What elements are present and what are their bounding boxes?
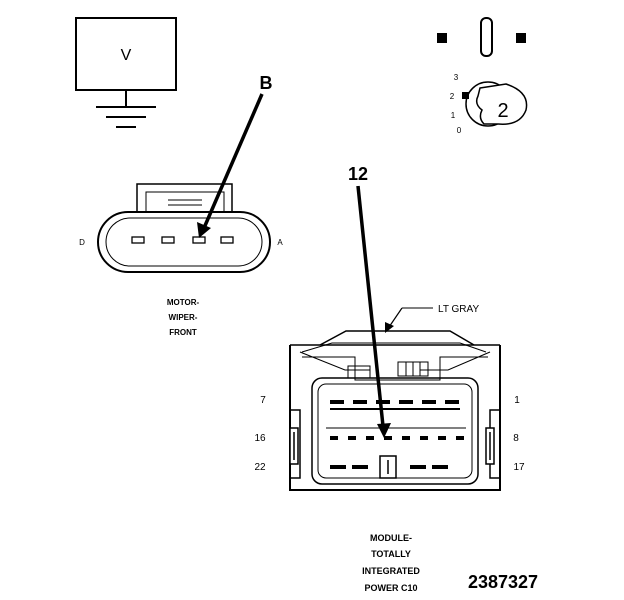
wiper-connector-inner bbox=[105, 217, 263, 267]
module-pin-row-2 bbox=[326, 427, 466, 440]
module-color-label: LT GRAY bbox=[438, 304, 479, 315]
wiper-label-a: A bbox=[277, 238, 283, 247]
switch-pos-0: 0 bbox=[457, 126, 462, 135]
switch-terminal-left bbox=[437, 33, 447, 43]
switch-terminal-right bbox=[516, 33, 526, 43]
wiper-pin-d bbox=[131, 236, 145, 244]
wiper-pin-c bbox=[161, 236, 175, 244]
callout-12-label: 12 bbox=[348, 164, 368, 184]
wiper-caption-line3: FRONT bbox=[169, 328, 197, 337]
module-pin-row-1 bbox=[330, 400, 460, 410]
voltmeter-label: V bbox=[121, 47, 132, 64]
module-caption-line4: POWER C10 bbox=[364, 583, 417, 593]
module-caption-line3: INTEGRATED bbox=[362, 566, 420, 576]
voltmeter-symbol: V bbox=[75, 17, 177, 128]
module-pin-label-7: 7 bbox=[260, 395, 266, 406]
wiper-caption-line2: WIPER- bbox=[169, 313, 198, 322]
wiper-connector: D A MOTOR- WIPER- FRONT bbox=[79, 183, 283, 337]
figure-id: 2387327 bbox=[468, 572, 538, 592]
module-caption-line1: MODULE- bbox=[370, 533, 412, 543]
module-pin-label-22: 22 bbox=[254, 462, 266, 473]
ground-icon bbox=[96, 106, 156, 128]
arrow-head-icon bbox=[377, 423, 391, 438]
module-pin-row-3 bbox=[330, 455, 448, 479]
switch-selected-position: 2 bbox=[497, 100, 508, 122]
switch-pos-2: 2 bbox=[450, 92, 455, 101]
switch-blade-icon bbox=[480, 17, 493, 57]
module-pin-label-1: 1 bbox=[514, 395, 520, 406]
wiper-caption-line1: MOTOR- bbox=[167, 298, 200, 307]
module-pin-label-8: 8 bbox=[513, 433, 519, 444]
module-pin-field bbox=[311, 377, 479, 485]
switch-position-marker bbox=[462, 92, 469, 99]
switch-knob-icon bbox=[475, 83, 528, 125]
module-caption-line2: TOTALLY bbox=[371, 549, 411, 559]
module-connector-housing bbox=[289, 345, 501, 491]
switch-pos-3: 3 bbox=[454, 73, 459, 82]
callout-12: 12 bbox=[348, 164, 391, 438]
module-pin-12 bbox=[402, 436, 410, 440]
module-pin-label-17: 17 bbox=[513, 462, 525, 473]
rotary-switch-symbol: 3 2 1 0 2 bbox=[437, 17, 528, 135]
wiper-pin-a bbox=[220, 236, 234, 244]
callout-b-label: B bbox=[260, 73, 273, 93]
module-connector: LT GRAY bbox=[254, 304, 525, 593]
switch-pos-1: 1 bbox=[451, 111, 456, 120]
arrow-head-icon bbox=[197, 222, 211, 238]
wiper-label-d: D bbox=[79, 238, 85, 247]
module-pin-label-16: 16 bbox=[254, 433, 266, 444]
wiper-connector-body bbox=[97, 211, 271, 273]
callout-b: B bbox=[197, 73, 273, 238]
